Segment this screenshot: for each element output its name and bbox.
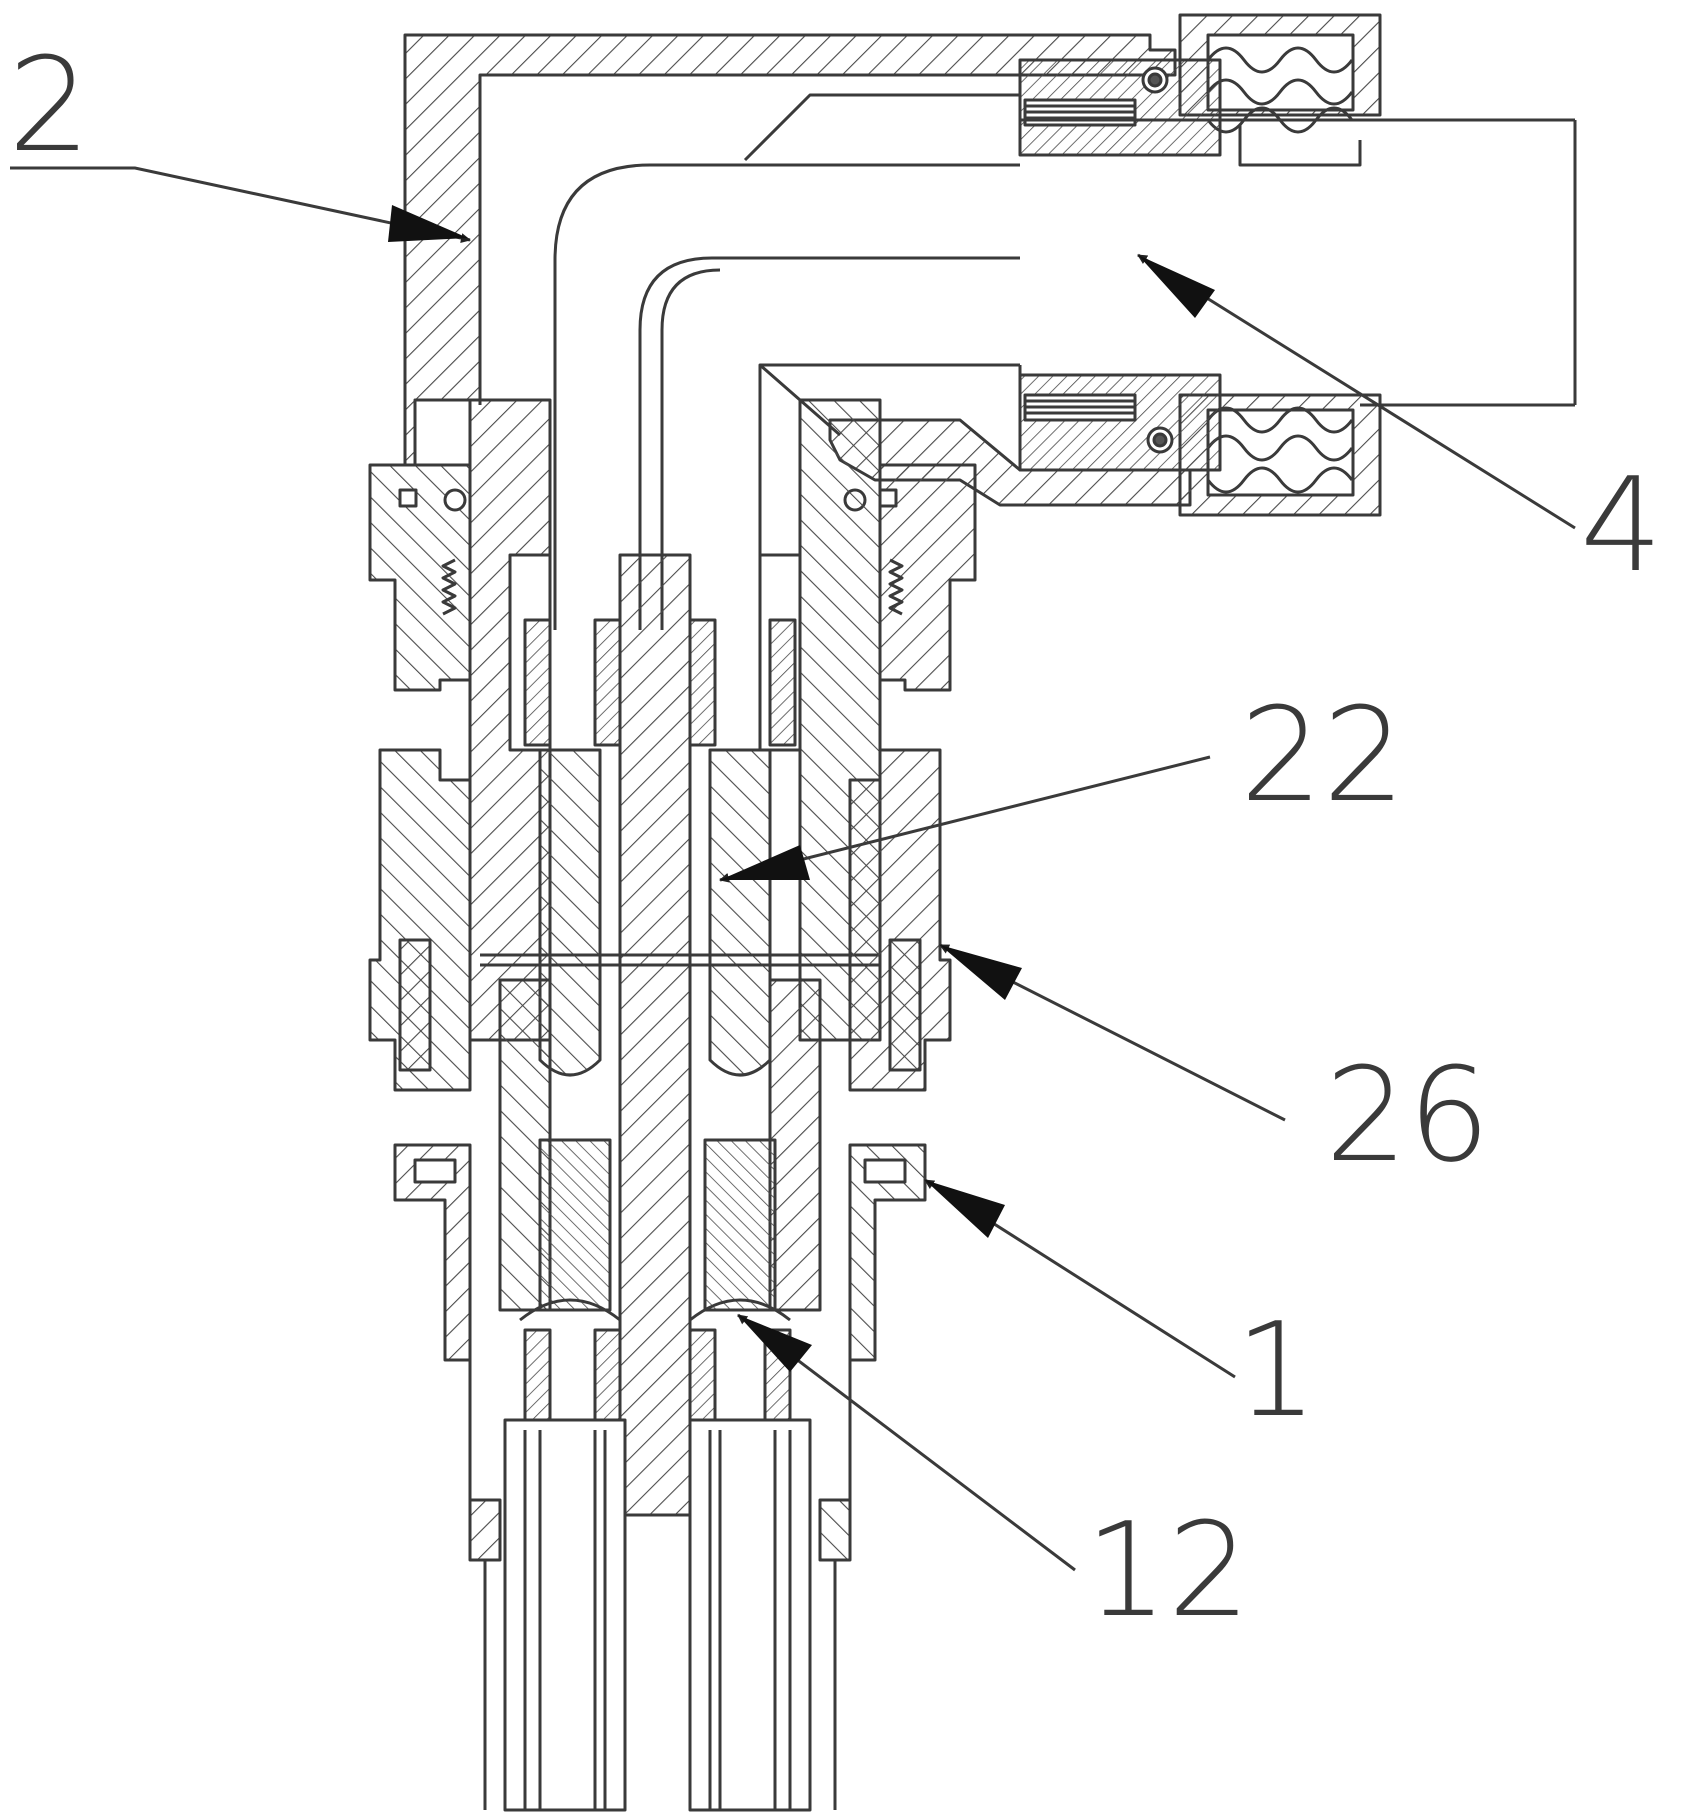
callout-label-2: 2	[8, 40, 91, 170]
callout-label-12: 12	[1085, 1505, 1250, 1635]
callout-label-26: 26	[1325, 1050, 1490, 1180]
callout-label-1: 1	[1235, 1305, 1318, 1435]
arrowhead-26	[940, 945, 1022, 1000]
callout-label-4: 4	[1580, 460, 1663, 590]
arrowhead-1	[925, 1180, 1005, 1238]
bent-conductor-channels	[555, 95, 1575, 630]
arrowhead-4	[1138, 255, 1215, 318]
callout-label-22: 22	[1240, 690, 1405, 820]
